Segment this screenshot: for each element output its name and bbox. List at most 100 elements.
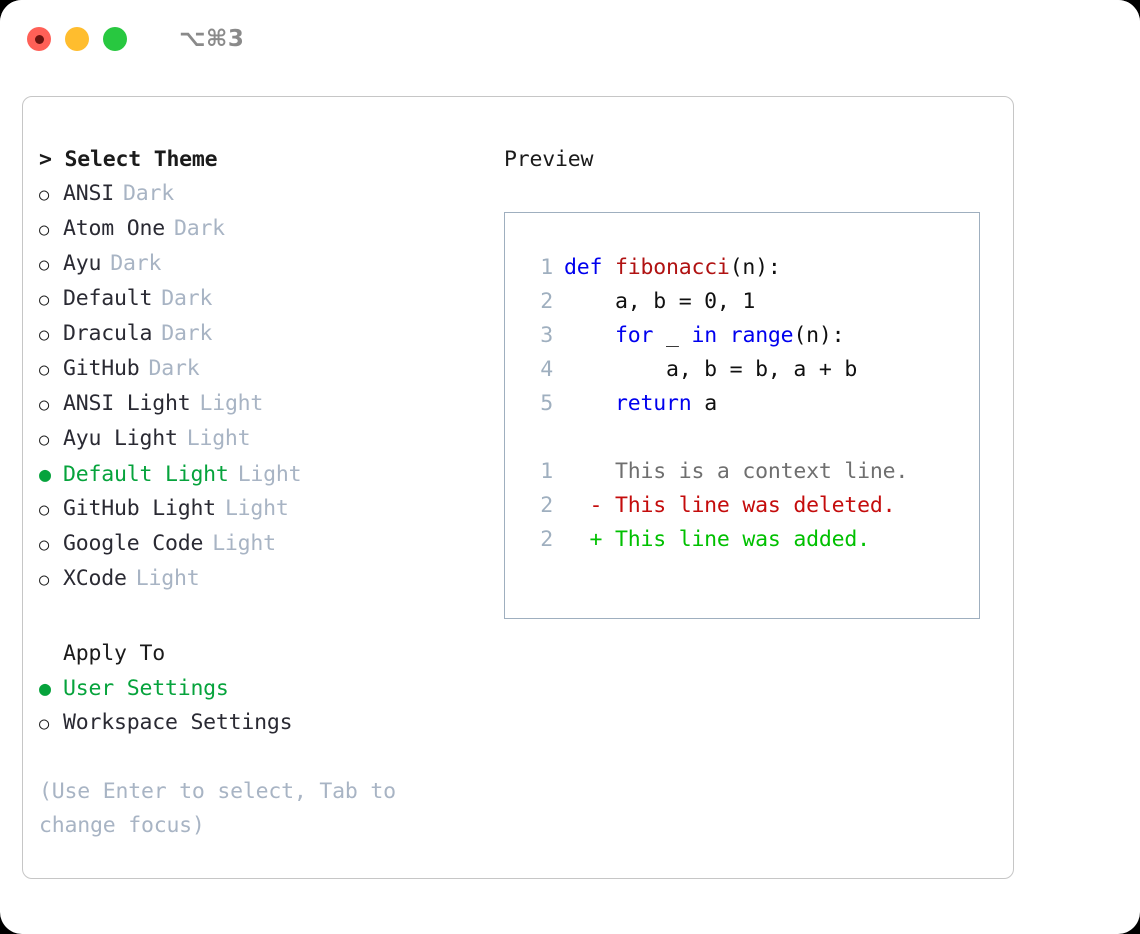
code-line-text: def fibonacci(n): [564,251,781,285]
theme-option-tag: Light [135,566,200,591]
code-line-number: 1 [540,255,553,280]
theme-option-label: ANSI [63,181,114,206]
diff-line-number: 1 [540,459,553,484]
theme-option-ayu[interactable]: ○ Ayu Dark [39,247,485,282]
radio-unselected-icon: ○ [39,325,50,345]
radio-unselected-icon: ○ [39,535,50,555]
preview-title: Preview [504,147,594,172]
theme-option-tag: Dark [161,286,213,311]
code-token-plain [564,391,615,416]
theme-option-tag: Light [186,426,251,451]
traffic-lights [27,27,127,51]
diff-sample: 1 This is a context line. 2 - This line w… [523,455,979,557]
hint-spacer [39,741,485,775]
code-token-plain [564,323,615,348]
theme-option-tag: Light [237,462,302,487]
code-line-text: return a [564,387,717,421]
theme-option-ansi-light[interactable]: ○ ANSI Light Light [39,387,485,422]
diff-line-text: This is a context line. [564,459,909,484]
code-token-fn: fibonacci [614,255,730,280]
code-line-text: a, b = b, a + b [564,353,857,387]
radio-unselected-icon: ○ [39,255,50,275]
radio-unselected-icon: ○ [39,395,50,415]
diff-line-number: 2 [540,493,553,518]
radio-selected-icon: ● [39,676,51,700]
theme-option-label: Dracula [63,321,153,346]
radio-unselected-icon: ○ [39,500,50,520]
theme-option-xcode[interactable]: ○ XCode Light [39,562,485,597]
radio-unselected-icon: ○ [39,185,50,205]
zoom-window-button[interactable] [103,27,127,51]
diff-line-added: 2 + This line was added. [523,523,979,557]
theme-option-ayu-light[interactable]: ○ Ayu Light Light [39,422,485,457]
keyboard-hint-text: (Use Enter to select, Tab to change focu… [39,779,396,838]
theme-option-label: ANSI Light [63,391,191,416]
select-theme-heading: > Select Theme [39,147,218,172]
close-window-button[interactable] [27,27,51,51]
theme-option-tag: Dark [161,321,213,346]
diff-line-text: - This line was deleted. [564,493,896,518]
diff-line-text: + This line was added. [564,527,870,552]
minimize-window-button[interactable] [65,27,89,51]
theme-option-atom-one[interactable]: ○ Atom One Dark [39,212,485,247]
list-spacer [39,597,485,637]
code-line: 1 def fibonacci(n): [523,251,979,285]
code-line-text: for _ in range(n): [564,319,845,353]
theme-option-label: Atom One [63,216,165,241]
code-line-number: 5 [540,391,553,416]
theme-option-tag: Light [224,496,289,521]
theme-option-label: XCode [63,566,127,591]
code-token-plain: a, b = 0, 1 [564,289,756,314]
apply-to-option-label: Workspace Settings [63,710,293,735]
theme-option-label: Default [63,286,153,311]
apply-to-heading: Apply To [63,641,165,666]
radio-unselected-icon: ○ [39,220,50,240]
code-token-plain: a, b = b, a + b [564,357,858,382]
apply-to-option-user-settings[interactable]: ● User Settings [39,671,485,706]
theme-option-tag: Dark [110,251,162,276]
code-token-plain [717,323,730,348]
apply-to-option-label: User Settings [63,676,229,701]
code-line: 5 return a [523,387,979,421]
theme-option-label: Ayu Light [63,426,178,451]
theme-option-label: Ayu [63,251,102,276]
code-line: 4 a, b = b, a + b [523,353,979,387]
code-line: 2 a, b = 0, 1 [523,285,979,319]
theme-option-label: Default Light [63,462,229,487]
code-line-number: 2 [540,289,553,314]
title-bar: ⌥⌘3 [0,0,1140,78]
theme-option-dracula[interactable]: ○ Dracula Dark [39,317,485,352]
keyboard-shortcut-label: ⌥⌘3 [179,26,245,52]
radio-unselected-icon: ○ [39,430,50,450]
theme-option-tag: Dark [148,356,200,381]
apply-to-option-workspace-settings[interactable]: ○Workspace Settings [39,706,485,741]
diff-line-context: 1 This is a context line. [523,455,979,489]
code-token-kw: in [691,323,717,348]
code-token-kw: for [614,323,654,348]
radio-unselected-icon: ○ [39,570,50,590]
apply-to-list: ● User Settings ○Workspace Settings [39,671,485,741]
code-token-plain: (n): [793,323,845,348]
theme-option-tag: Dark [173,216,225,241]
code-token-kw: def [564,255,615,280]
theme-option-tag: Light [212,531,276,556]
radio-unselected-icon: ○ [39,360,50,380]
theme-option-tag: Light [199,391,264,416]
code-token-plain: _ [653,323,692,348]
code-token-plain: a [691,391,717,416]
code-token-plain: (n): [729,255,781,280]
code-line-number: 3 [540,323,553,348]
